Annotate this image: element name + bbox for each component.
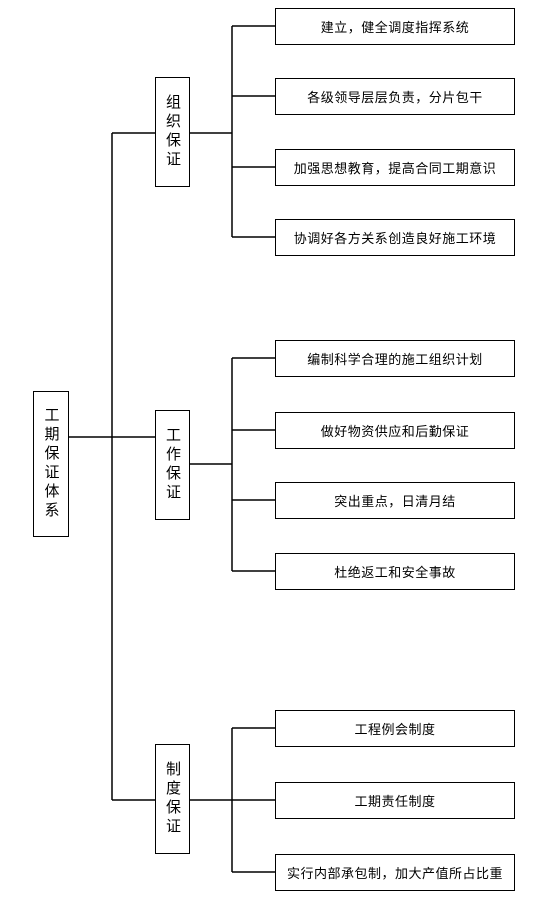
item-box: 编制科学合理的施工组织计划 (275, 340, 515, 377)
item-box: 各级领导层层负责，分片包干 (275, 78, 515, 115)
item-box: 工期责任制度 (275, 782, 515, 819)
item-box: 突出重点，日清月结 (275, 482, 515, 519)
item-label: 加强思想教育，提高合同工期意识 (293, 162, 497, 177)
item-box: 加强思想教育，提高合同工期意识 (275, 149, 515, 186)
item-label: 杜绝返工和安全事故 (334, 566, 456, 581)
category-label: 组织保证 (164, 94, 182, 170)
item-label: 做好物资供应和后勤保证 (320, 425, 470, 440)
item-box: 建立，健全调度指挥系统 (275, 8, 515, 45)
item-box: 做好物资供应和后勤保证 (275, 412, 515, 449)
item-label: 实行内部承包制，加大产值所占比重 (286, 867, 503, 882)
item-box: 工程例会制度 (275, 710, 515, 747)
item-label: 突出重点，日清月结 (334, 495, 456, 510)
item-label: 编制科学合理的施工组织计划 (307, 353, 483, 368)
category-system: 制度保证 (155, 744, 190, 854)
category-label: 工作保证 (164, 427, 182, 503)
item-box: 实行内部承包制，加大产值所占比重 (275, 854, 515, 891)
category-label: 制度保证 (164, 761, 182, 837)
item-box: 杜绝返工和安全事故 (275, 553, 515, 590)
item-label: 各级领导层层负责，分片包干 (307, 91, 483, 106)
category-organization: 组织保证 (155, 77, 190, 187)
item-box: 协调好各方关系创造良好施工环境 (275, 219, 515, 256)
item-label: 工期责任制度 (354, 795, 436, 810)
root-label: 工期保证体系 (42, 407, 61, 521)
item-label: 工程例会制度 (354, 723, 436, 738)
item-label: 建立，健全调度指挥系统 (320, 21, 470, 36)
item-label: 协调好各方关系创造良好施工环境 (293, 232, 497, 247)
category-work: 工作保证 (155, 410, 190, 520)
root-node: 工期保证体系 (33, 391, 69, 537)
